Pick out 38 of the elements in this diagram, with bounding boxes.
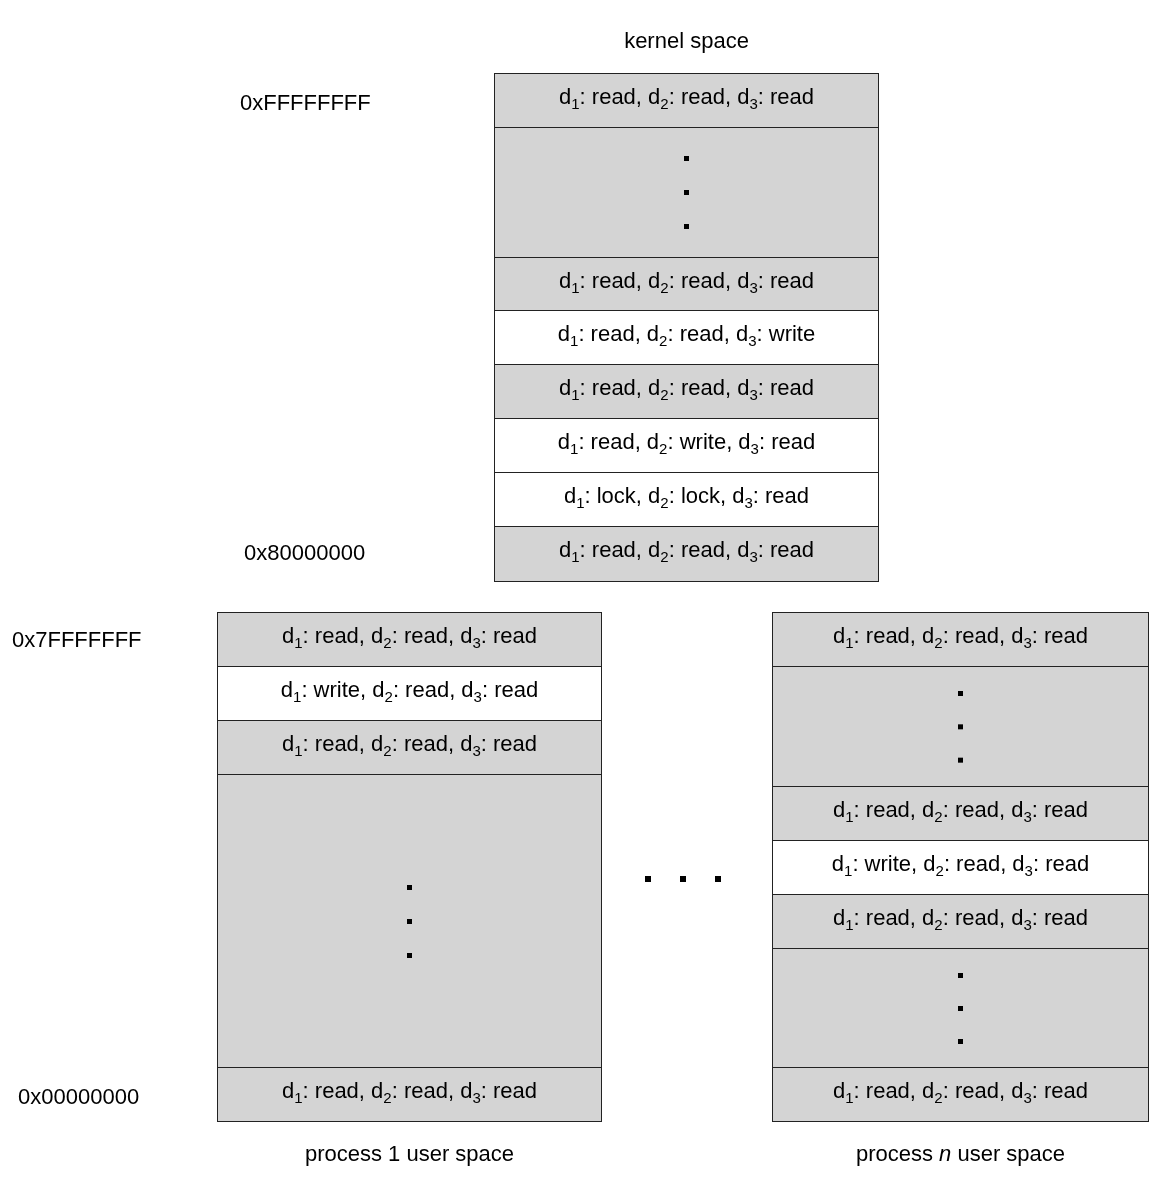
elided-pages-cell bbox=[773, 667, 1148, 787]
memory-page-cell bbox=[773, 895, 1148, 949]
memory-page-cell bbox=[495, 74, 878, 128]
memory-page-cell bbox=[773, 787, 1148, 841]
memory-page-cell bbox=[218, 613, 601, 667]
memory-page-cell bbox=[495, 527, 878, 581]
memory-page-cell bbox=[495, 365, 878, 419]
permission-text: d$_{1}$: read, d$_{2}$: read, d$_{3}$: read bbox=[282, 623, 537, 653]
memory-page-cell bbox=[218, 1068, 601, 1121]
permission-text: d$_{1}$: read, d$_{2}$: read, d$_{3}$: read bbox=[282, 731, 537, 761]
permission-text: d$_{1}$: write, d$_{2}$: read, d$_{3}$: read bbox=[831, 851, 1090, 881]
permission-text: d$_{1}$: read, d$_{2}$: read, d$_{3}$: read bbox=[833, 1078, 1088, 1108]
permission-text: d$_{1}$: read, d$_{2}$: read, d$_{3}$: read bbox=[833, 797, 1088, 827]
permission-text: d$_{1}$: read, d$_{2}$: read, d$_{3}$: read bbox=[282, 1078, 537, 1108]
permission-text: d$_{1}$: read, d$_{2}$: read, d$_{3}$: read bbox=[559, 268, 814, 298]
memory-page-cell bbox=[495, 258, 878, 311]
elided-pages-cell bbox=[495, 128, 878, 258]
address-label: 0x80000000 bbox=[244, 540, 366, 566]
memory-page-cell bbox=[773, 1068, 1148, 1121]
memory-page-cell bbox=[218, 721, 601, 775]
address-label: 0x00000000 bbox=[18, 1084, 140, 1110]
permission-text: d$_{1}$: read, d$_{2}$: read, d$_{3}$: read bbox=[833, 623, 1088, 653]
address-label: 0xFFFFFFFF bbox=[240, 90, 371, 116]
permission-text: d$_{1}$: read, d$_{2}$: read, d$_{3}$: read bbox=[559, 84, 814, 114]
address-label: 0x7FFFFFFF bbox=[12, 627, 142, 653]
permission-text: d$_{1}$: read, d$_{2}$: write, d$_{3}$: read bbox=[557, 429, 816, 459]
memory-page-cell bbox=[773, 613, 1148, 667]
column-heading: process 1 user space bbox=[303, 1141, 516, 1167]
permission-text: d$_{1}$: lock, d$_{2}$: lock, d$_{3}$: read bbox=[563, 483, 810, 513]
elided-pages-cell bbox=[773, 949, 1148, 1068]
permission-text: d$_{1}$: read, d$_{2}$: read, d$_{3}$: write bbox=[557, 321, 816, 351]
elided-pages-cell bbox=[218, 775, 601, 1068]
column-heading: process n user space bbox=[854, 1141, 1067, 1167]
permission-text: d$_{1}$: read, d$_{2}$: read, d$_{3}$: read bbox=[559, 375, 814, 405]
permission-text: d$_{1}$: read, d$_{2}$: read, d$_{3}$: read bbox=[833, 905, 1088, 935]
permission-text: d$_{1}$: write, d$_{2}$: read, d$_{3}$: read bbox=[280, 677, 539, 707]
column-heading: kernel space bbox=[623, 28, 750, 54]
permission-text: d$_{1}$: read, d$_{2}$: read, d$_{3}$: read bbox=[559, 537, 814, 567]
